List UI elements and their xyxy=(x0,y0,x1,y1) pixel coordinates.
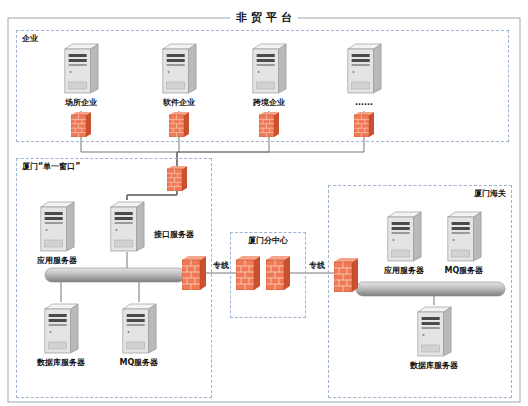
firewall-icon xyxy=(236,256,260,290)
server-icon xyxy=(253,44,286,93)
firewall-icon xyxy=(167,166,187,191)
group-region: 企业场所企业 软件企业 跨境企业...... xyxy=(16,30,509,142)
group-region: 厦门海关应用服务器 MQ服务器数据库服务器 xyxy=(328,185,512,398)
server-label: MQ服务器 xyxy=(440,263,489,279)
server-node: 场所企业 xyxy=(60,42,102,111)
firewall-icon xyxy=(182,256,206,290)
server-label: 场所企业 xyxy=(60,95,102,111)
server-node: 应用服务器 xyxy=(32,200,82,269)
region-heading: 企业 xyxy=(17,31,508,47)
server-label: 数据库服务器 xyxy=(32,355,90,371)
server-icon xyxy=(65,44,98,93)
server-icon xyxy=(111,202,144,251)
server-icon xyxy=(41,202,74,251)
bus-stub xyxy=(139,282,140,302)
server-node: 软件企业 xyxy=(158,42,200,111)
server-node: MQ服务器 xyxy=(440,210,489,279)
outer-frame xyxy=(8,18,520,402)
network-bus xyxy=(356,282,505,296)
server-label: 跨境企业 xyxy=(248,95,290,111)
firewall-icon xyxy=(334,258,358,292)
network-link xyxy=(81,111,177,200)
server-node: 跨境企业 xyxy=(248,42,290,111)
network-link xyxy=(127,111,269,200)
server-icon xyxy=(123,304,156,353)
firewall-icon xyxy=(169,112,189,137)
server-label: 软件企业 xyxy=(158,95,200,111)
server-icon xyxy=(45,304,78,353)
line-label: 专线 xyxy=(309,261,325,271)
region-heading: 厦门分中心 xyxy=(231,233,305,249)
server-label: ...... xyxy=(350,95,378,111)
server-icon xyxy=(348,44,381,93)
server-node: 数据库服务器 xyxy=(405,305,463,374)
network-bus xyxy=(45,268,185,282)
region-heading: 厦门“单一窗口” xyxy=(17,159,211,175)
server-label: 接口服务器 xyxy=(149,227,199,243)
server-node: MQ服务器 xyxy=(115,302,164,371)
region-heading: 厦门海关 xyxy=(329,186,511,202)
server-icon xyxy=(388,212,421,261)
bus-stub xyxy=(127,252,128,268)
group-region: 厦门分中心 xyxy=(230,232,306,318)
server-label: 应用服务器 xyxy=(32,253,82,269)
server-icon xyxy=(418,307,451,356)
server-label: 应用服务器 xyxy=(379,263,429,279)
server-node: 数据库服务器 xyxy=(32,302,90,371)
leased-line xyxy=(206,273,236,274)
line-label: 专线 xyxy=(213,261,229,271)
firewall-icon xyxy=(259,112,279,137)
server-label: MQ服务器 xyxy=(115,355,164,371)
firewall-icon xyxy=(71,112,91,137)
server-node: 接口服务器 xyxy=(108,200,199,243)
server-node: ...... xyxy=(350,42,378,111)
server-node: 应用服务器 xyxy=(379,210,429,279)
firewall-icon xyxy=(354,112,374,137)
server-icon xyxy=(448,212,481,261)
bus-stub xyxy=(61,282,62,302)
server-icon xyxy=(163,44,196,93)
firewall-icon xyxy=(266,256,290,290)
bus-stub xyxy=(434,296,435,305)
server-label: 数据库服务器 xyxy=(405,358,463,374)
group-region: 厦门“单一窗口” 应用服务器 接口服务器数据库服务器 MQ服务器 xyxy=(16,158,212,398)
diagram-title: 非 贸 平 台 xyxy=(230,11,298,25)
